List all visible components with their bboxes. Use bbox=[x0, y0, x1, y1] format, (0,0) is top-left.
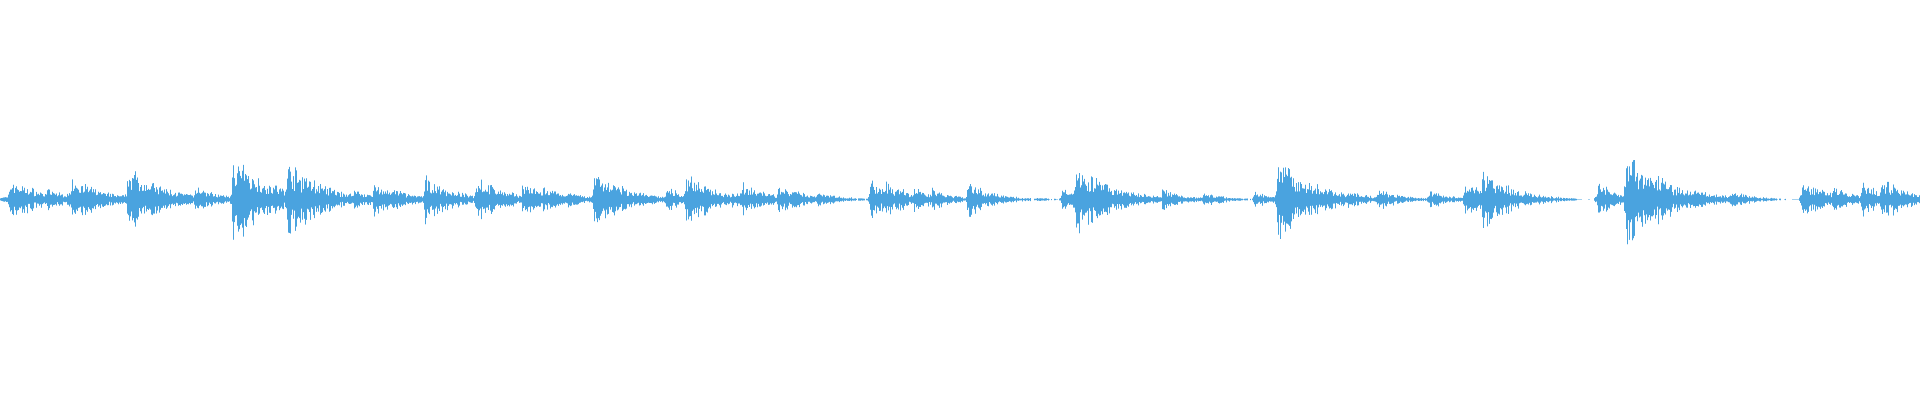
waveform-samples bbox=[0, 160, 1920, 245]
